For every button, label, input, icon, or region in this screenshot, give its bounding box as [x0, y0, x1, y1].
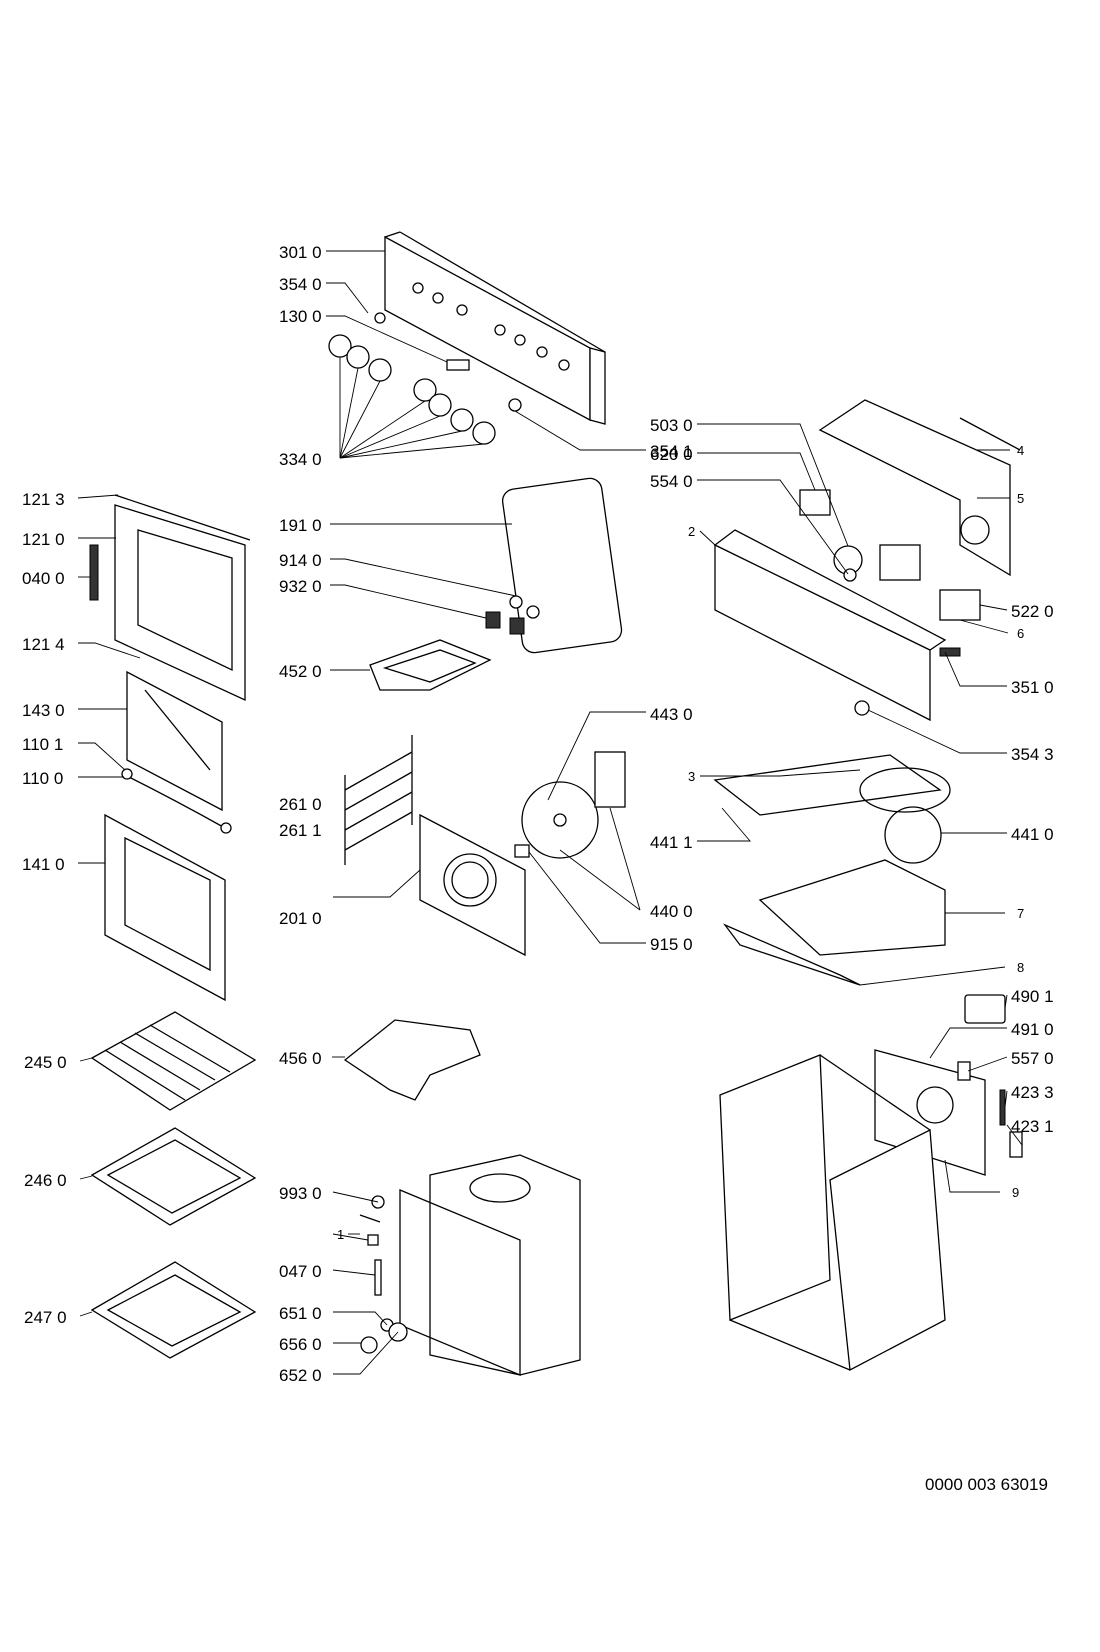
label-452-0: 452 0	[279, 662, 322, 681]
label-ref-5: 5	[1017, 491, 1024, 506]
label-440-0: 440 0	[650, 902, 693, 921]
document-number: 0000 003 63019	[925, 1475, 1048, 1494]
label-423-3: 423 3	[1011, 1083, 1054, 1102]
label-246-0: 246 0	[24, 1171, 67, 1190]
label-141-0: 141 0	[22, 855, 65, 874]
label-441-0: 441 0	[1011, 825, 1054, 844]
label-ref-4: 4	[1017, 443, 1024, 458]
label-ref-6: 6	[1017, 626, 1024, 641]
label-456-0: 456 0	[279, 1049, 322, 1068]
label-245-0: 245 0	[24, 1053, 67, 1072]
top-panel	[713, 754, 951, 864]
label-110-0: 110 0	[22, 769, 63, 788]
oven-door-seal	[501, 477, 623, 654]
element-connectors	[485, 595, 540, 635]
fan-and-motor	[514, 751, 626, 859]
label-201-0: 201 0	[279, 909, 322, 928]
label-656-0: 656 0	[279, 1335, 322, 1354]
bottom-heating-element	[343, 1019, 481, 1101]
label-490-1: 490 1	[1011, 987, 1054, 1006]
label-351-0: 351 0	[1011, 678, 1054, 697]
bottom-panel	[723, 859, 946, 986]
label-354-0: 354 0	[279, 275, 322, 294]
label-247-0: 247 0	[24, 1308, 67, 1327]
label-354-1: 354 1	[650, 442, 693, 461]
label-651-0: 651 0	[279, 1304, 322, 1323]
label-191-0: 191 0	[279, 516, 322, 535]
label-143-0: 143 0	[22, 701, 65, 720]
label-443-0: 443 0	[650, 705, 693, 724]
label-261-1: 261 1	[279, 821, 322, 840]
leader-lines	[77, 250, 1023, 1375]
label-ref-2: 2	[688, 524, 695, 539]
label-652-0: 652 0	[279, 1366, 322, 1385]
label-121-3: 121 3	[22, 490, 65, 509]
label-522-0: 522 0	[1011, 602, 1054, 621]
control-panel-fascia	[384, 231, 606, 425]
label-915-0: 915 0	[650, 935, 693, 954]
oven-door-inner-frame	[114, 494, 251, 702]
label-040-0: 040 0	[22, 569, 65, 588]
label-047-0: 047 0	[279, 1262, 322, 1281]
baking-tray	[90, 1127, 257, 1226]
label-441-1: 441 1	[650, 833, 693, 852]
label-554-0: 554 0	[650, 472, 693, 491]
label-932-0: 932 0	[279, 577, 322, 596]
label-491-0: 491 0	[1011, 1020, 1054, 1039]
label-557-0: 557 0	[1011, 1049, 1054, 1068]
label-130-0: 130 0	[279, 307, 322, 326]
label-110-1: 110 1	[22, 735, 63, 754]
label-121-4: 121 4	[22, 635, 65, 654]
label-334-0: 334 0	[279, 450, 322, 469]
fan-cover	[419, 813, 526, 957]
oven-housing	[719, 1054, 946, 1372]
label-993-0: 993 0	[279, 1184, 322, 1203]
shelf-supports	[344, 735, 413, 865]
deep-pan	[90, 1261, 257, 1359]
label-ref-1: 1	[337, 1227, 344, 1242]
door-outer-glass	[104, 813, 226, 1002]
label-ref-7: 7	[1017, 906, 1024, 921]
label-ref-8: 8	[1017, 960, 1024, 975]
knob-set	[328, 312, 522, 445]
door-seal-clips	[121, 768, 232, 834]
part-labels: 301 0 354 0 130 0 334 0 354 1 121 3 121 …	[22, 243, 1054, 1494]
label-301-0: 301 0	[279, 243, 322, 262]
label-261-0: 261 0	[279, 795, 322, 814]
wire-shelf	[90, 1011, 257, 1111]
oven-cavity	[399, 1154, 581, 1376]
switches-and-thermostat	[799, 489, 981, 716]
label-121-0: 121 0	[22, 530, 65, 549]
label-423-1: 423 1	[1011, 1117, 1054, 1136]
label-914-0: 914 0	[279, 551, 322, 570]
heating-element-top	[369, 639, 492, 691]
label-620-0: 620 0	[650, 445, 693, 464]
label-354-3: 354 3	[1011, 745, 1054, 764]
top-cover-bracket	[818, 399, 1021, 577]
label-ref-3: 3	[688, 769, 695, 784]
control-box	[713, 529, 947, 722]
label-ref-9: 9	[1012, 1185, 1019, 1200]
label-503-0: 503 0	[650, 416, 693, 435]
hinge	[89, 544, 99, 601]
door-inner-glass	[126, 670, 223, 812]
